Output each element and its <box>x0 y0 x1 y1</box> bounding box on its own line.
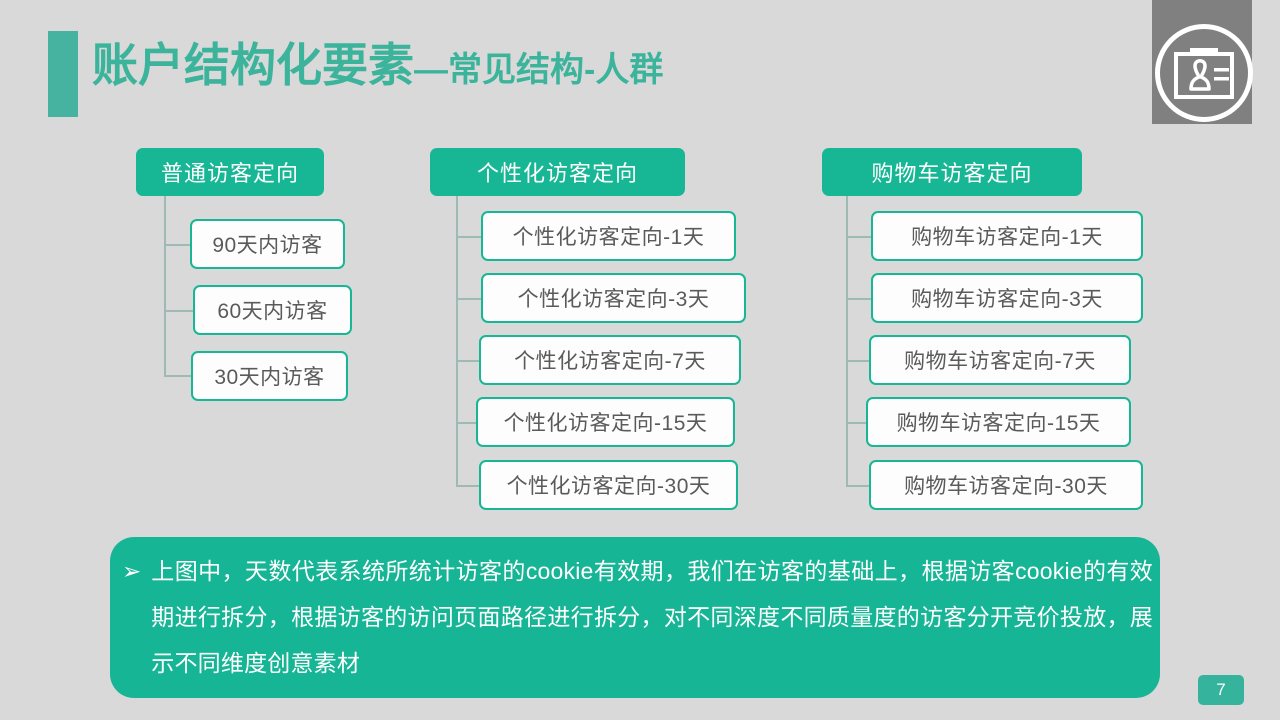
tree-item-personalized-3day[interactable]: 个性化访客定向-3天 <box>481 273 746 323</box>
tree-item-90day[interactable]: 90天内访客 <box>190 219 345 269</box>
page-title-main: 账户结构化要素 <box>92 39 414 91</box>
connector-horizontal-col2-2 <box>456 298 483 300</box>
note-panel <box>110 537 1160 698</box>
connector-horizontal-col2-1 <box>456 236 483 238</box>
tree-header-personalized-visitor[interactable]: 个性化访客定向 <box>430 148 685 196</box>
connector-vertical-col2 <box>456 196 458 486</box>
bullet-arrow-icon: ➢ <box>122 558 142 584</box>
tree-item-personalized-15day[interactable]: 个性化访客定向-15天 <box>476 397 735 447</box>
tree-item-cart-7day[interactable]: 购物车访客定向-7天 <box>869 335 1131 385</box>
tree-item-personalized-30day[interactable]: 个性化访客定向-30天 <box>479 460 738 510</box>
tree-header-common-visitor[interactable]: 普通访客定向 <box>136 148 324 196</box>
connector-horizontal-col3-1 <box>846 236 873 238</box>
connector-horizontal-col3-5 <box>846 485 871 487</box>
tree-item-personalized-7day[interactable]: 个性化访客定向-7天 <box>479 335 741 385</box>
tree-item-30day[interactable]: 30天内访客 <box>191 351 348 401</box>
logo-circle-ring <box>1155 24 1253 122</box>
connector-horizontal-col2-4 <box>456 422 478 424</box>
connector-horizontal-col3-4 <box>846 422 868 424</box>
note-text: 上图中，天数代表系统所统计访客的cookie有效期，我们在访客的基础上，根据访客… <box>151 558 1153 676</box>
connector-horizontal-col2-3 <box>456 360 481 362</box>
connector-horizontal-col1-3 <box>164 375 194 377</box>
connector-vertical-col1 <box>164 196 166 375</box>
tree-item-cart-1day[interactable]: 购物车访客定向-1天 <box>871 211 1143 261</box>
connector-vertical-col3 <box>846 196 848 486</box>
page-number-badge: 7 <box>1198 675 1244 705</box>
tree-item-cart-30day[interactable]: 购物车访客定向-30天 <box>869 460 1143 510</box>
id-badge-icon <box>1174 48 1234 99</box>
page-title: 账户结构化要素 —常见结构-人群 <box>92 42 663 108</box>
connector-horizontal-col3-2 <box>846 298 873 300</box>
connector-horizontal-col3-3 <box>846 360 871 362</box>
note-content: ➢ 上图中，天数代表系统所统计访客的cookie有效期，我们在访客的基础上，根据… <box>118 548 1153 688</box>
page-title-sub: —常见结构-人群 <box>414 51 664 89</box>
tree-item-60day[interactable]: 60天内访客 <box>193 285 352 335</box>
tree-item-cart-15day[interactable]: 购物车访客定向-15天 <box>866 397 1131 447</box>
title-accent-bar <box>48 31 78 117</box>
tree-item-personalized-1day[interactable]: 个性化访客定向-1天 <box>481 211 736 261</box>
connector-horizontal-col1-1 <box>164 244 193 246</box>
connector-horizontal-col2-5 <box>456 485 481 487</box>
tree-header-cart-visitor[interactable]: 购物车访客定向 <box>822 148 1082 196</box>
tree-item-cart-3day[interactable]: 购物车访客定向-3天 <box>871 273 1143 323</box>
connector-horizontal-col1-2 <box>164 310 196 312</box>
